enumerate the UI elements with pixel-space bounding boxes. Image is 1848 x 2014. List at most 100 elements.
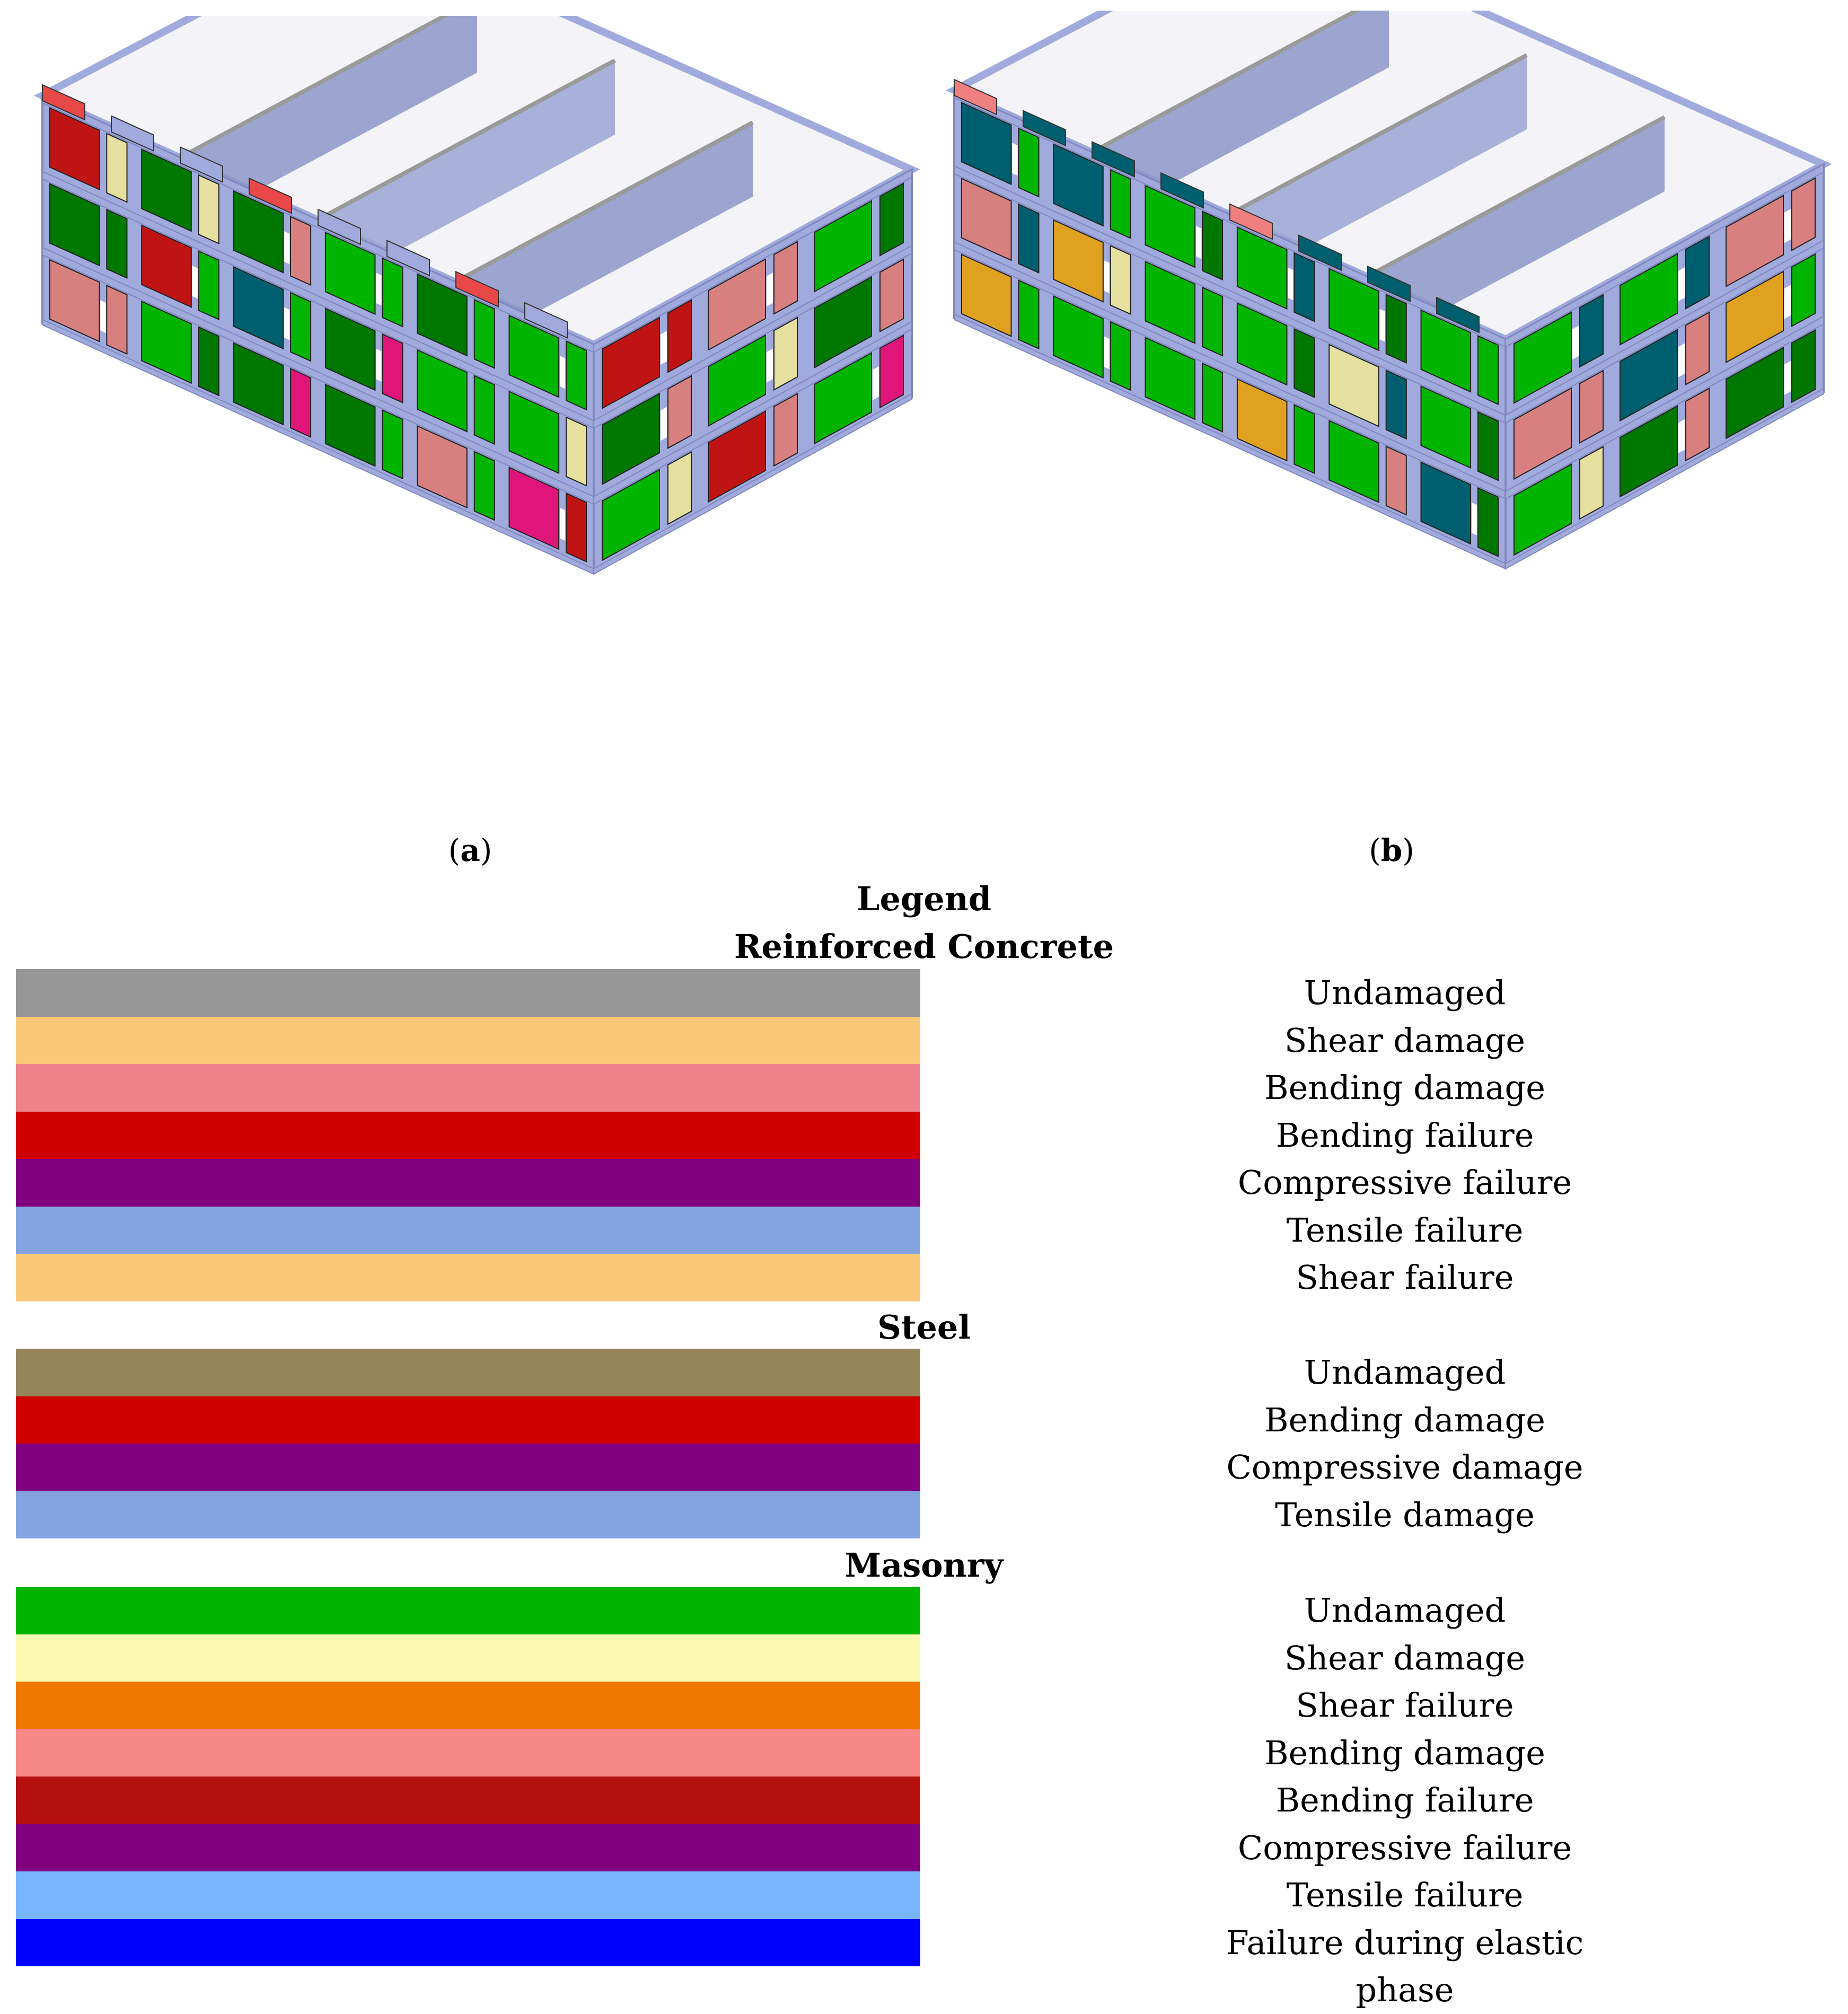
legend-item: Tensile failure (16, 1871, 1818, 1919)
floor-band (1505, 239, 1824, 424)
legend-swatch (16, 1444, 920, 1491)
legend-item: Undamaged (16, 969, 1818, 1017)
legend-swatch (16, 1729, 920, 1776)
wall-panel (508, 314, 560, 398)
window-opening (1678, 267, 1685, 302)
legend-swatch (16, 1491, 920, 1538)
legend-swatch (16, 1919, 920, 1966)
interior-wall (1230, 55, 1527, 288)
floor-band (593, 169, 912, 353)
pier-panel (1579, 446, 1604, 520)
pier-panel (1110, 321, 1131, 391)
wall-panel (1053, 295, 1104, 379)
wall-panel (1620, 329, 1678, 422)
pier-panel (1791, 329, 1816, 403)
spandrel-block (111, 115, 154, 152)
pier-panel (773, 241, 798, 315)
legend-swatch (16, 1824, 920, 1871)
legend-label: Tensile failure (1286, 1876, 1524, 1914)
legend-swatch (16, 1634, 920, 1682)
window-opening (559, 507, 566, 541)
wall-panel (961, 101, 1012, 186)
wall-panel (1328, 419, 1379, 504)
wall-panel (1236, 226, 1288, 310)
window-opening (873, 366, 879, 400)
legend-item: Shear failure (16, 1682, 1818, 1729)
legend-item: Shear damage (16, 1634, 1818, 1682)
legend-label: Bending damage (1264, 1068, 1545, 1107)
wall-panel (417, 273, 468, 357)
legend-label: Bending damage (1264, 1400, 1545, 1439)
wall-panel (141, 300, 192, 384)
spandrel-block (249, 177, 292, 214)
legend-item: Tensile failure (16, 1206, 1818, 1254)
interior-wall (318, 60, 615, 294)
window-opening (1784, 285, 1791, 319)
legend-label: Shear failure (1296, 1258, 1514, 1297)
pier-panel (879, 182, 904, 257)
wall-panel (814, 200, 872, 293)
wall-panel (602, 392, 660, 486)
window-opening (1784, 209, 1791, 243)
pier-panel (1579, 370, 1604, 444)
window-opening (1012, 143, 1018, 176)
window-opening (100, 300, 106, 333)
legend-item: Bending damage (16, 1064, 1818, 1112)
pier-panel (1579, 294, 1604, 368)
interior-wall (180, 16, 477, 232)
legend-item: Bending damage (16, 1396, 1818, 1444)
spandrel-block (524, 302, 568, 339)
window-opening (1104, 260, 1110, 294)
wall-panel (1513, 463, 1572, 556)
pier-panel (1293, 404, 1315, 474)
steel-beam (179, 16, 449, 160)
pier-panel (1685, 311, 1710, 385)
steel-beam (317, 58, 616, 222)
window-opening (767, 272, 773, 307)
base-band (593, 393, 912, 575)
steel-beam (1229, 53, 1528, 216)
wall-panel (1236, 302, 1288, 386)
window-opening (1678, 343, 1685, 377)
legend-item: Shear damage (16, 1016, 1818, 1064)
spandrel-block (180, 146, 223, 183)
legend-title: Legend (856, 880, 992, 918)
pier-panel (1791, 253, 1816, 327)
pier-panel (1477, 411, 1499, 481)
legend-item: Compressive damage (16, 1444, 1818, 1491)
spandrel-block (1023, 110, 1066, 147)
wall-panel (1513, 387, 1572, 480)
spandrel-block (1229, 203, 1273, 240)
legend-label: Compressive damage (1226, 1448, 1583, 1487)
wall-panel (1053, 219, 1104, 303)
pier-panel (1202, 210, 1224, 281)
wall-panel (602, 469, 660, 561)
window-opening (1471, 502, 1477, 535)
window-opening (376, 272, 382, 306)
legend-label: Tensile failure (1286, 1210, 1524, 1250)
wall-panel (49, 107, 100, 191)
pier-panel (382, 333, 403, 403)
wall-panel (961, 253, 1012, 337)
pier-panel (667, 299, 692, 373)
pier-panel (106, 133, 128, 203)
legend-item: Failure during elastic phase (16, 1919, 1818, 2009)
steel-beam (1367, 115, 1666, 278)
window-opening (284, 307, 290, 340)
spandrel-block (1092, 140, 1135, 178)
pier-panel (667, 375, 692, 449)
building-3d-view-b (946, 11, 1832, 570)
legend-label: Shear damage (1284, 1021, 1526, 1060)
wall-panel (814, 352, 872, 445)
wall-panel (324, 383, 376, 467)
interior-wall (1368, 117, 1665, 350)
wall-panel (233, 342, 284, 426)
wall-panel (324, 307, 376, 391)
floor-band (1505, 315, 1824, 500)
panel-caption-b: (b) (1369, 832, 1414, 868)
wall-panel (602, 316, 660, 409)
wall-panel (1236, 378, 1288, 462)
pier-panel (1791, 177, 1816, 251)
window-opening (1784, 360, 1791, 395)
pier-panel (773, 316, 798, 391)
